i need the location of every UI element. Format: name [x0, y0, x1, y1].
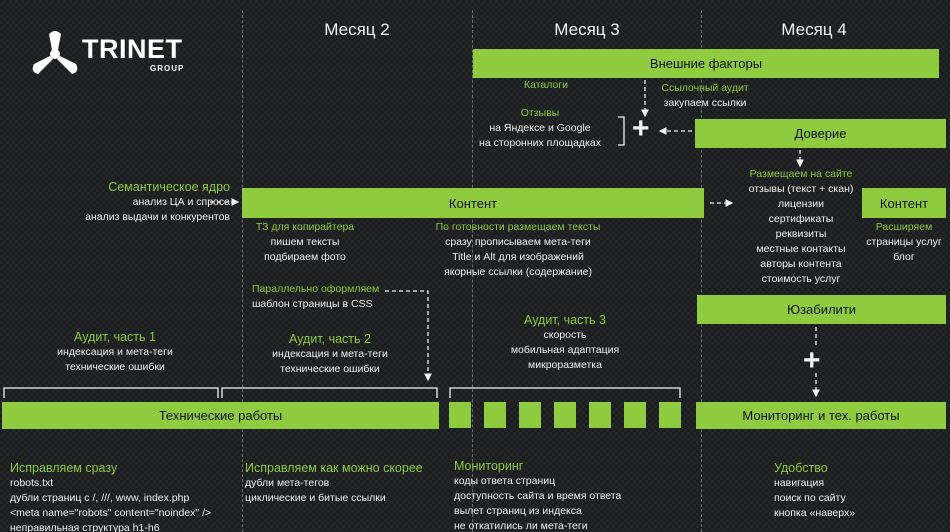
publish-line: сразу прописываем мета-теги: [445, 236, 591, 248]
semantic-core-line: анализ ЦА и спроса: [132, 196, 230, 208]
plus-sign-usability: +: [803, 344, 821, 377]
site-place-line: сертификаты: [768, 213, 834, 225]
audit-1-line: технические ошибки: [65, 361, 165, 373]
site-place-block: Размещаем на сайте отзывы (текст + скан)…: [726, 167, 876, 287]
month-divider-2: [472, 10, 473, 532]
semantic-core-line: анализ выдачи и конкурентов: [85, 211, 230, 223]
fix-now-title: Исправляем сразу: [10, 461, 118, 475]
publish-line: Title и Alt для изображений: [452, 251, 584, 263]
month-2-header: Месяц 2: [324, 20, 390, 39]
monitoring-line: вылет страниц из индекса: [454, 505, 582, 517]
audit-3-line: микроразметка: [528, 359, 602, 371]
reviews-line: на Яндексе и Google: [489, 122, 591, 134]
fix-now-line: <meta name="robots" content="noindex" />: [10, 507, 212, 519]
comfort-line: навигация: [774, 477, 825, 489]
reviews-title: Отзывы: [520, 107, 560, 119]
reviews-line: на сторонних площадках: [479, 137, 601, 149]
audit-1-line: индексация и мета-теги: [57, 346, 173, 358]
logo-name: TRINET: [82, 34, 183, 64]
semantic-core-title: Семантическое ядро: [108, 180, 230, 194]
external-factors-bar: Внешние факторы: [473, 49, 939, 78]
site-place-line: отзывы (текст + скан): [748, 183, 854, 195]
audit-3-line: скорость: [543, 329, 587, 341]
fix-soon-block: Исправляем как можно скорее дубли мета-т…: [245, 461, 423, 506]
audit-2-line: технические ошибки: [280, 363, 380, 375]
comfort-line: кнопка «наверх»: [774, 507, 856, 519]
monitoring-line: не откатились ли мета-теги: [454, 520, 588, 532]
site-place-line: реквизиты: [775, 228, 827, 240]
links-audit-block: Ссылочный аудит закупаем ссылки: [650, 81, 760, 111]
monitoring-block: [589, 402, 611, 428]
expand-line: страницы услуг: [866, 236, 942, 248]
site-place-line: местные контакты: [756, 243, 846, 255]
month-divider-3: [701, 10, 702, 532]
content-bar: Контент: [242, 188, 704, 218]
tz-line: подбираем фото: [264, 251, 346, 263]
links-audit-title: Ссылочный аудит: [661, 82, 749, 94]
monitoring-block-text: Мониторинг коды ответа страниц доступнос…: [454, 459, 621, 532]
fix-now-line: robots.txt: [10, 477, 54, 489]
audit-2-block: Аудит, часть 2 индексация и мета-теги те…: [235, 332, 425, 377]
monitoring-block: [624, 402, 646, 428]
audit-3-title: Аудит, часть 3: [524, 313, 606, 327]
expand-line: блог: [893, 251, 915, 263]
monitoring-bar: Мониторинг и тех. работы: [696, 402, 946, 429]
parallel-block: Параллельно оформляем шаблон страницы в …: [252, 282, 379, 312]
semantic-core-block: Семантическое ядро анализ ЦА и спроса ан…: [55, 180, 230, 225]
tz-title: ТЗ для копирайтера: [255, 221, 355, 233]
audit-1-title: Аудит, часть 1: [74, 330, 156, 344]
monitoring-line: доступность сайта и время ответа: [454, 490, 622, 502]
audit-2-title: Аудит, часть 2: [289, 332, 371, 346]
comfort-line: поиск по сайту: [774, 492, 846, 504]
site-place-line: лицензии: [777, 198, 825, 210]
expand-block: Расширяем страницы услуг блог: [858, 220, 950, 265]
comfort-block: Удобство навигация поиск по сайту кнопка…: [774, 461, 855, 521]
plus-sign-trust: +: [632, 112, 650, 145]
site-place-title: Размещаем на сайте: [749, 168, 853, 180]
site-place-line: авторы контента: [760, 258, 842, 270]
audit-1-block: Аудит, часть 1 индексация и мета-теги те…: [20, 330, 210, 375]
reviews-block: Отзывы на Яндексе и Google на сторонних …: [470, 106, 610, 151]
fix-now-block: Исправляем сразу robots.txt дубли страни…: [10, 461, 211, 532]
fix-now-line: дубли страниц с /, ///, www, index.php: [10, 492, 190, 504]
monitoring-title: Мониторинг: [454, 459, 524, 473]
month-3-header: Месяц 3: [554, 20, 620, 39]
tz-line: пишем тексты: [270, 236, 340, 248]
monitoring-block: [449, 402, 471, 428]
publish-line: якорные ссылки (содержание): [444, 266, 592, 278]
publish-block: По готовности размещаем тексты сразу про…: [418, 220, 618, 280]
expand-title: Расширяем: [875, 221, 933, 233]
fix-soon-line: циклические и битые ссылки: [245, 492, 386, 504]
comfort-title: Удобство: [774, 461, 828, 475]
propeller-icon: [32, 31, 78, 74]
logo-sub: GROUP: [150, 64, 185, 73]
site-place-line: стоимость услуг: [761, 273, 841, 285]
fix-now-line: неправильная структура h1-h6: [10, 522, 160, 532]
monitoring-line: коды ответа страниц: [454, 475, 556, 487]
audit-3-line: мобильная адаптация: [510, 344, 620, 356]
monitoring-block: [659, 402, 681, 428]
month-divider-1: [242, 10, 243, 532]
usability-bar: Юзабилити: [697, 295, 946, 324]
monitoring-block: [519, 402, 541, 428]
fix-soon-title: Исправляем как можно скорее: [245, 461, 423, 475]
trust-bar: Доверие: [695, 119, 946, 148]
technical-works-bar: Технические работы: [2, 402, 439, 429]
monitoring-block: [484, 402, 506, 428]
parallel-title: Параллельно оформляем: [252, 283, 380, 295]
links-audit-line: закупаем ссылки: [663, 97, 747, 109]
catalogs-label: Каталоги: [524, 79, 569, 91]
fix-soon-line: дубли мета-тегов: [245, 477, 330, 489]
audit-3-block: Аудит, часть 3 скорость мобильная адапта…: [480, 313, 650, 373]
content-right-bar: Контент: [862, 188, 946, 218]
audit-2-line: индексация и мета-теги: [272, 348, 388, 360]
parallel-line: шаблон страницы в CSS: [252, 298, 373, 310]
month-4-header: Месяц 4: [781, 20, 847, 39]
tz-block: ТЗ для копирайтера пишем тексты подбирае…: [240, 220, 370, 265]
monitoring-block: [554, 402, 576, 428]
publish-title: По готовности размещаем тексты: [435, 221, 601, 233]
